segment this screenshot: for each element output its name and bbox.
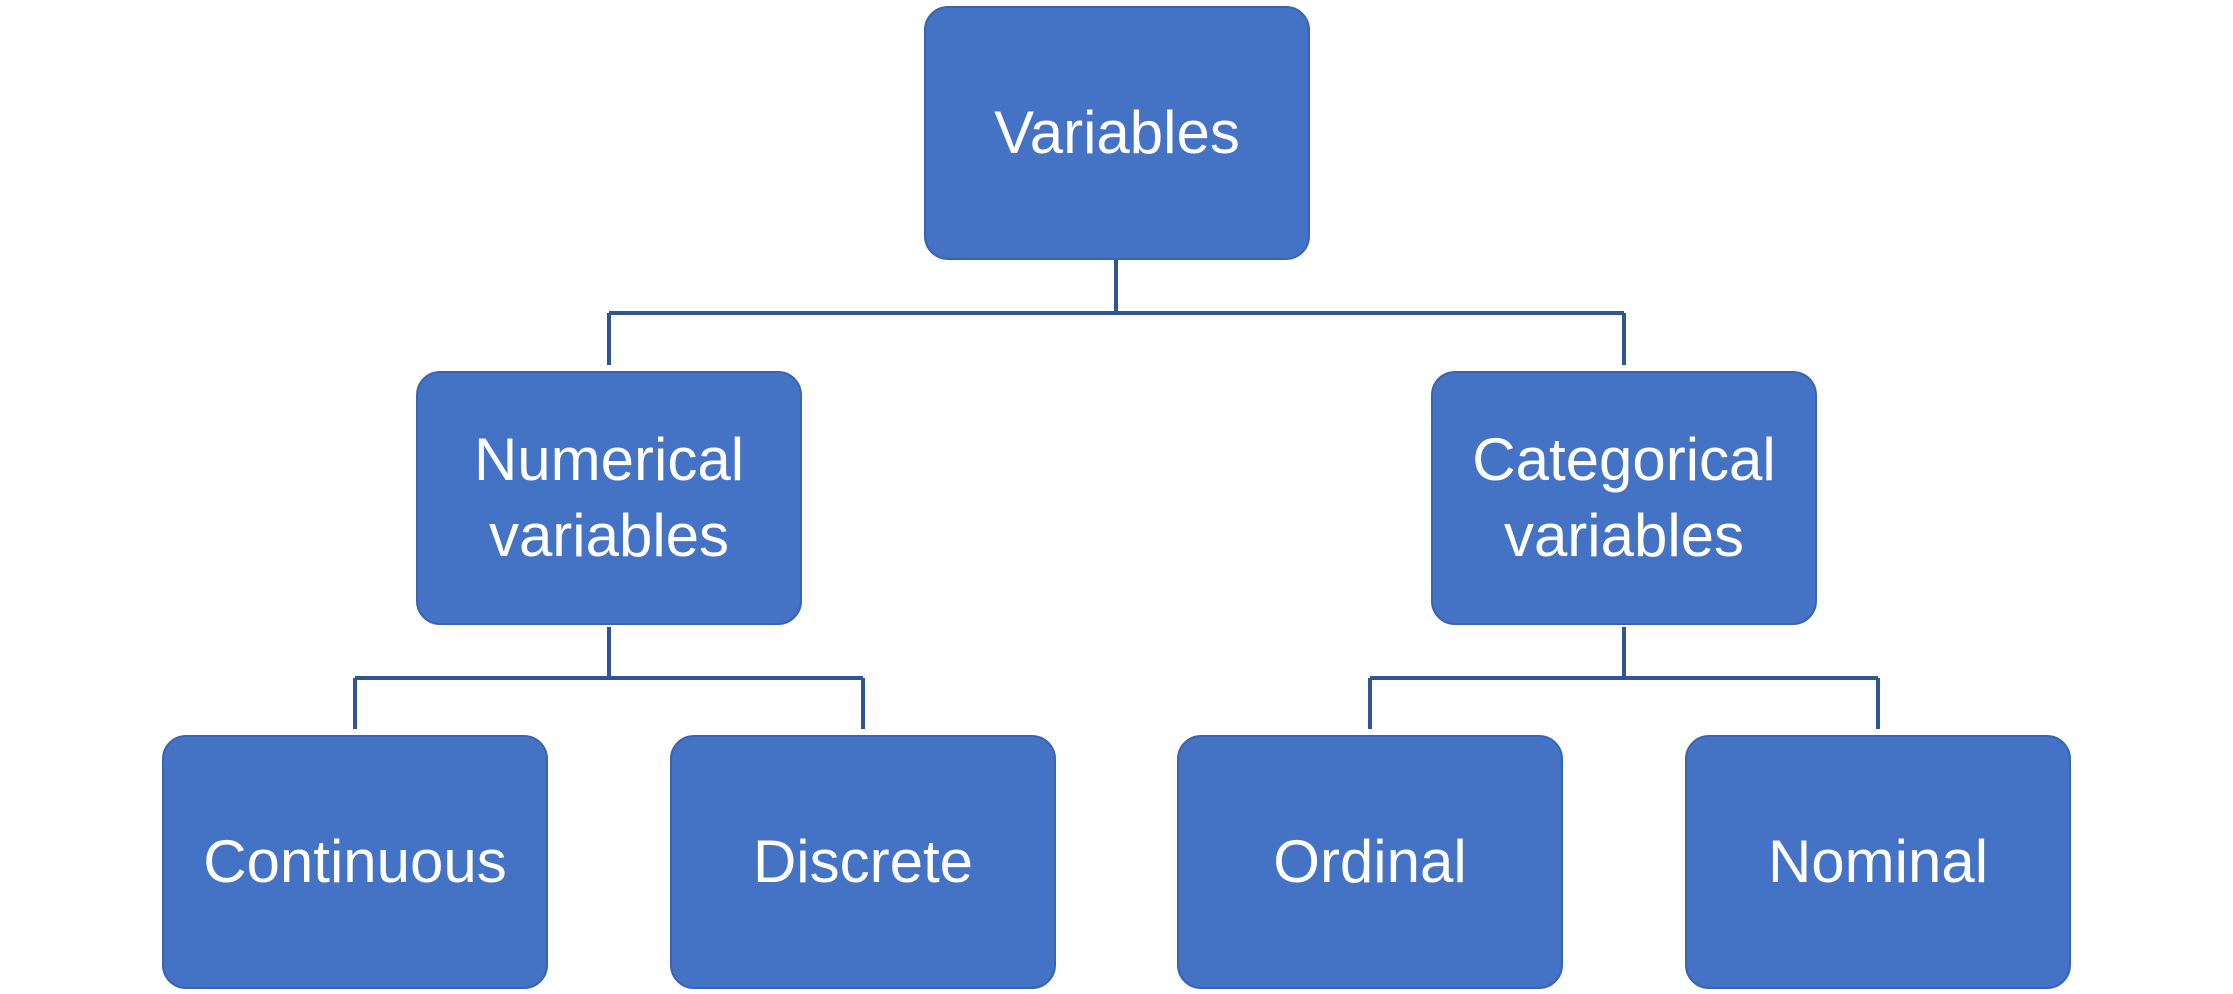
node-categorical-variables: Categorical variables [1431, 371, 1817, 625]
node-continuous: Continuous [162, 735, 548, 989]
node-variables-label: Variables [994, 99, 1240, 166]
node-numerical-variables-label: Numerical variables [473, 426, 745, 569]
node-ordinal: Ordinal [1177, 735, 1563, 989]
node-variables: Variables [924, 6, 1310, 260]
node-categorical-variables-label: Categorical variables [1472, 426, 1776, 569]
node-discrete-label: Discrete [752, 828, 974, 895]
node-nominal: Nominal [1685, 735, 2071, 989]
node-ordinal-label: Ordinal [1273, 828, 1467, 895]
node-nominal-label: Nominal [1767, 828, 1989, 895]
node-continuous-label: Continuous [203, 828, 507, 895]
node-discrete: Discrete [670, 735, 1056, 989]
node-numerical-variables: Numerical variables [416, 371, 802, 625]
